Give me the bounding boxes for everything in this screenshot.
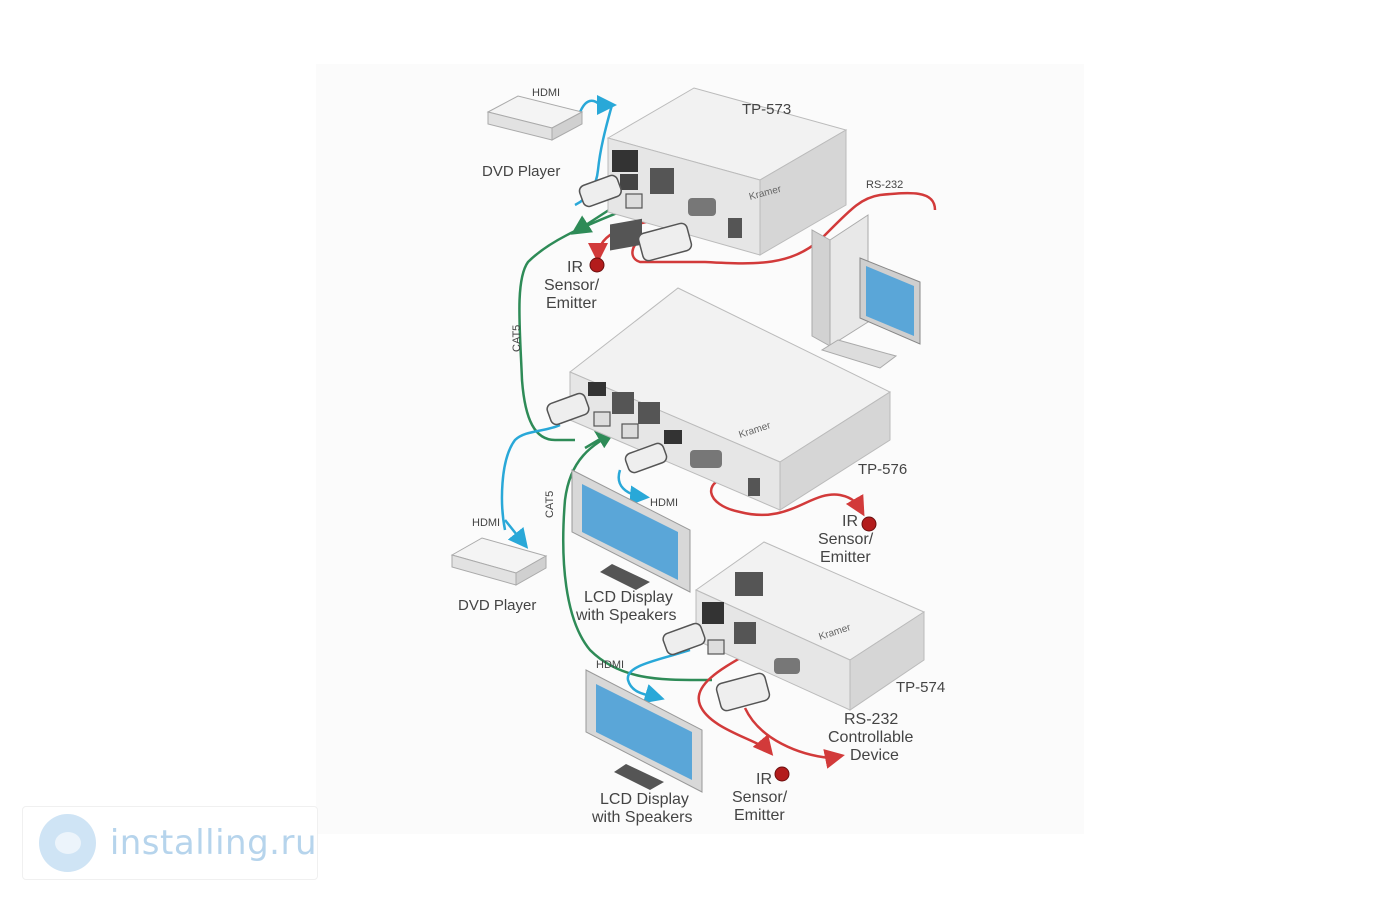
label-tp574: TP-574 [896,679,945,696]
label-ir-mid-3: Emitter [820,549,871,566]
ir-bulb-top [589,257,605,273]
label-cat5-lower: CAT5 [544,491,556,518]
watermark-logo-icon [39,814,96,872]
label-hdmi-mid-right: HDMI [650,497,678,509]
label-lcd-bottom-1: LCD Display [600,791,689,808]
label-cat5-upper: CAT5 [511,325,523,352]
hdmi-cable-mid-left [500,423,561,531]
watermark: installing.ru [22,806,318,880]
label-rs232-top: RS-232 [866,179,903,191]
device-tp574: Kramer [694,541,926,711]
ir-bulb-bottom [774,766,790,782]
label-ir-mid-1: IR [842,513,858,530]
plug-db9-top [637,222,693,262]
lcd-display-bottom [585,669,703,793]
label-ir-bottom-3: Emitter [734,807,785,824]
plug-bottom [662,622,771,712]
label-hdmi-top: HDMI [532,87,560,99]
dvd-player-top [486,95,584,141]
label-tp573: TP-573 [742,101,791,118]
label-lcd-bottom-2: with Speakers [591,809,693,826]
label-hdmi-mid-left: HDMI [472,517,500,529]
rs232-cable-bottom [743,707,845,769]
label-lcd-mid-2: with Speakers [575,607,677,624]
device-tp573: Kramer [606,87,848,256]
label-ir-top-1: IR [567,259,583,276]
label-ir-bottom-1: IR [756,771,772,788]
label-ir-top-3: Emitter [546,295,597,312]
label-ir-mid-2: Sensor/ [818,531,874,548]
label-hdmi-bottom: HDMI [596,659,624,671]
plug-hdmi-top [578,174,643,209]
ir-cable-mid [710,473,865,517]
cat5-cable-lower [562,428,712,682]
watermark-text: installing.ru [109,823,317,863]
label-rs232-ctrl-1: RS-232 [844,711,898,728]
label-rs232-ctrl-2: Controllable [828,729,913,746]
label-ir-top-2: Sensor/ [544,277,600,294]
hdmi-cable-bottom [626,648,691,704]
hdmi-cable-mid-right [617,469,650,506]
label-tp576: TP-576 [858,461,907,478]
ir-bulb-mid [861,516,877,532]
computer [811,214,921,369]
label-dvd-top: DVD Player [482,163,560,180]
label-rs232-ctrl-3: Device [850,747,899,764]
device-tp576: Kramer [569,218,892,511]
plug-hdmi-mid [546,392,668,474]
label-dvd-mid: DVD Player [458,597,536,614]
label-ir-bottom-2: Sensor/ [732,789,788,806]
lcd-display-mid [571,469,691,593]
label-lcd-mid-1: LCD Display [584,589,673,606]
dvd-player-mid [450,537,548,586]
